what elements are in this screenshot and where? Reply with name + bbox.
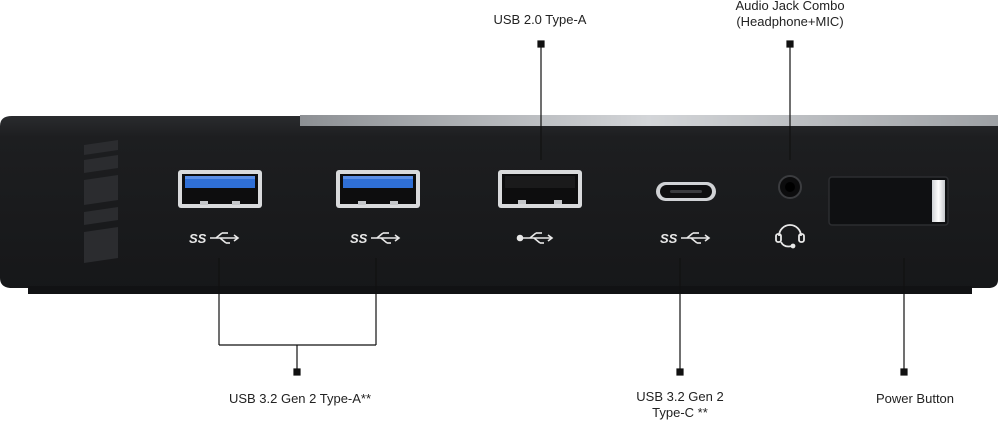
audio-jack-label: Audio Jack Combo (Headphone+MIC) <box>700 0 880 30</box>
power-button[interactable] <box>828 176 949 226</box>
power-label-text: Power Button <box>875 391 955 406</box>
usb32-typea-label: USB 3.2 Gen 2 Type-A** <box>195 391 405 407</box>
usbc-label-line2: Type-C ** <box>652 405 708 420</box>
ss-usb-mark-1: SS <box>189 231 240 246</box>
usbc-label-line1: USB 3.2 Gen 2 <box>636 389 724 404</box>
ss-usb-mark-3: SS <box>660 231 711 246</box>
usb20-label-text: USB 2.0 Type-A <box>493 12 587 27</box>
ss-logo-text-1: SS <box>189 231 207 246</box>
usb32-typea-port-2 <box>336 170 420 208</box>
ss-usb-mark-2: SS <box>350 231 401 246</box>
usb32-typea-label-text: USB 3.2 Gen 2 Type-A** <box>228 391 372 406</box>
power-button-label: Power Button <box>850 391 980 407</box>
audio-label-line1: Audio Jack Combo <box>735 0 845 13</box>
usb20-typea-port <box>498 170 582 208</box>
ss-logo-text-2: SS <box>350 231 368 246</box>
usb-typec-label: USB 3.2 Gen 2 Type-C ** <box>610 389 750 421</box>
callout-lines <box>218 40 908 376</box>
usb-trident-icon <box>516 232 554 244</box>
device-foot <box>28 286 972 294</box>
audio-label-line2: (Headphone+MIC) <box>736 14 844 29</box>
top-trim <box>300 115 998 128</box>
msi-logo <box>84 140 118 263</box>
usb32-typea-port-1 <box>178 170 262 208</box>
usb-typec-port <box>656 182 716 201</box>
audio-jack <box>778 175 802 199</box>
headset-icon <box>775 224 805 249</box>
usb20-label: USB 2.0 Type-A <box>470 12 610 28</box>
ss-logo-text-3: SS <box>660 231 678 246</box>
